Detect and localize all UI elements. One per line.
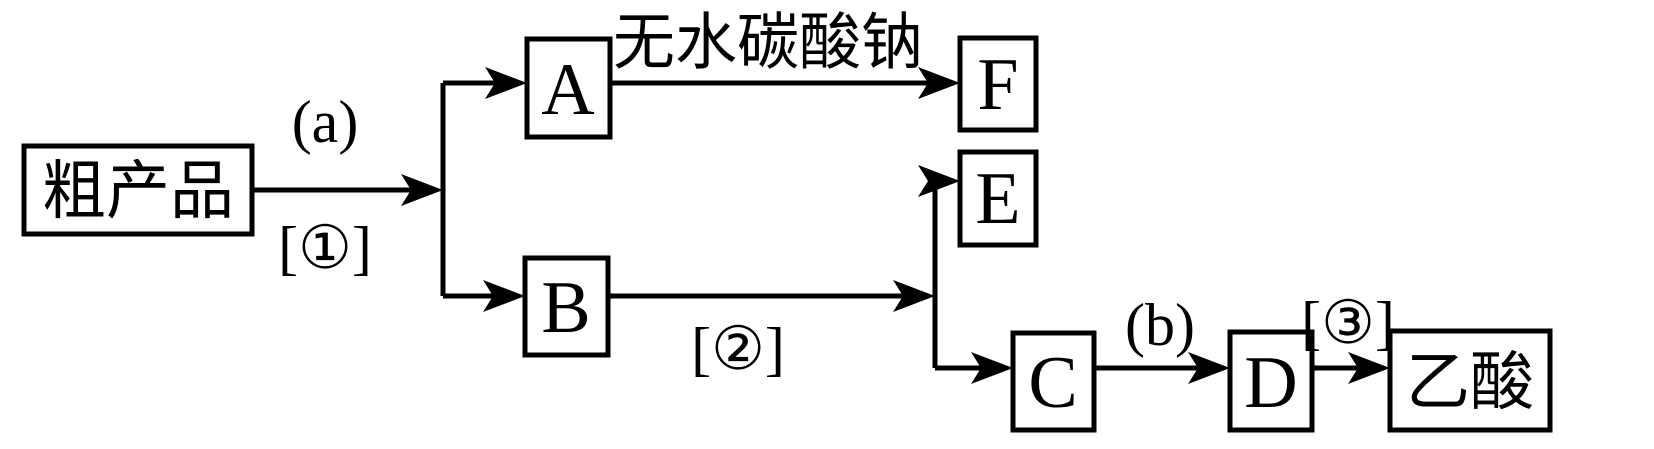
edge-crude-to-split-arrowhead <box>401 174 443 206</box>
node-b-box <box>522 255 611 358</box>
node-f-box <box>957 35 1039 133</box>
split-bus-1-branch-a-arrowhead <box>485 67 527 99</box>
node-acetic-acid: 乙酸 <box>1387 328 1553 433</box>
node-a: A <box>524 36 613 140</box>
edge-a-to-f: 无水碳酸钠 <box>610 6 960 99</box>
split-bus-2 <box>918 165 1013 384</box>
edge-c-to-d: (b) <box>1094 292 1230 384</box>
edge-d-to-acetic: [③] <box>1301 290 1395 384</box>
edge-label-step-2: [②] <box>691 316 785 382</box>
node-d-box <box>1227 329 1315 433</box>
edge-label-step-3: [③] <box>1301 290 1395 356</box>
node-b: B <box>522 255 611 358</box>
node-crude-product-label: 粗产品 <box>42 155 234 229</box>
split-bus-1 <box>440 67 527 312</box>
edge-label-b-reagent: (b) <box>1125 292 1195 358</box>
node-a-box <box>524 36 613 140</box>
edge-b-to-split-arrowhead <box>893 280 935 312</box>
node-e-box <box>957 149 1039 248</box>
split-bus-1-branch-b-arrowhead <box>483 280 525 312</box>
edge-label-anhydrous-sodium-carbonate: 无水碳酸钠 <box>613 6 923 79</box>
node-d: D <box>1227 329 1315 433</box>
edge-crude-to-split: (a) [①] <box>252 89 443 281</box>
node-e-label: E <box>975 158 1020 240</box>
split-bus-2-branch-c-arrowhead <box>971 352 1013 384</box>
node-acetic-acid-label: 乙酸 <box>1406 346 1534 420</box>
node-crude-product-box <box>21 143 255 237</box>
node-b-label: B <box>541 267 590 349</box>
node-a-label: A <box>541 49 594 131</box>
node-c-box <box>1010 330 1097 433</box>
node-e: E <box>957 149 1039 248</box>
node-acetic-acid-box <box>1387 328 1553 433</box>
node-d-label: D <box>1244 342 1297 424</box>
node-crude-product: 粗产品 <box>21 143 255 237</box>
edge-a-to-f-arrowhead <box>918 67 960 99</box>
edge-d-to-acetic-arrowhead <box>1348 352 1390 384</box>
edge-c-to-d-arrowhead <box>1188 352 1230 384</box>
edge-label-a-reagent: (a) <box>292 89 359 155</box>
node-c-label: C <box>1028 342 1077 424</box>
edge-label-step-1: [①] <box>278 215 372 281</box>
node-f: F <box>957 35 1039 133</box>
split-bus-2-branch-e-arrowhead <box>918 165 960 197</box>
node-c: C <box>1010 330 1097 433</box>
edge-b-to-split: [②] <box>608 280 935 382</box>
node-f-label: F <box>977 44 1018 126</box>
